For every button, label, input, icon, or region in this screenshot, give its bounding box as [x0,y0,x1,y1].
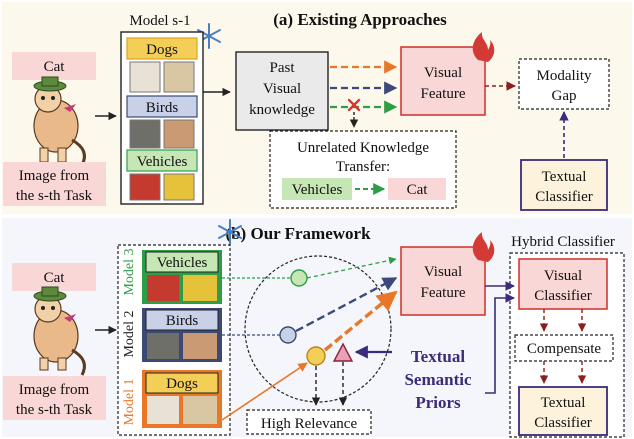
vehicle-photo-2-b [183,275,217,301]
vehicles-label-b: Vehicles [157,255,208,271]
visual-feature-box-a [400,46,486,116]
flame-icon-b [472,232,495,262]
past-knowledge-line2: Visual [263,81,301,97]
model-1-label: Model 1 [122,378,137,425]
past-knowledge-line3: knowledge [249,102,315,118]
birds-tag-b [145,309,219,331]
cat-label-box-b [12,263,96,291]
arrow-priors-to-hybrid [485,293,515,394]
vehicles-feature-point [290,269,308,287]
textual-classifier-box-a [520,159,608,211]
visual-classifier-line2: Classifier [534,288,592,304]
dogs-tag-a [126,37,198,60]
high-relevance-box [246,409,372,435]
visual-feature-a-line2: Feature [421,86,466,102]
vehicle-photo-1-b [147,275,179,301]
transfer-vehicles-tag [282,178,352,200]
vehicles-label-a: Vehicles [137,154,188,170]
visual-feature-b-line1: Visual [424,264,462,280]
past-knowledge-line1: Past [269,60,295,76]
cat-label-box-a [12,52,96,80]
arrow-dogs-to-point [221,362,308,421]
visual-classifier-box [518,258,608,310]
image-caption-b-line2: the s-th Task [16,402,93,418]
priors-line2: Semantic [404,370,472,389]
visual-classifier-line1: Visual [544,268,582,284]
dog-photo-1-a [129,61,161,93]
birds-feature-point [279,326,297,344]
visual-feature-a-line1: Visual [424,65,462,81]
bird-photo-2-a [163,119,195,149]
vehicle-photo-2-a [163,173,195,201]
transfer-line1: Unrelated Knowledge [297,140,429,156]
bird-photo-1-b [147,333,179,359]
compensate-label: Compensate [527,341,601,357]
textual-classifier-b-line2: Classifier [534,415,592,431]
transfer-vehicles-label: Vehicles [292,182,343,198]
arrow-dogs-to-feature-b [323,290,398,352]
model-s1-label: Model s-1 [129,13,190,29]
transfer-cat-label: Cat [407,182,429,198]
past-visual-knowledge-box [235,51,329,131]
bird-photo-2-b [183,333,217,359]
priors-line3: Priors [415,393,461,412]
image-caption-a-line2: the s-th Task [16,188,93,204]
cat-image-b [33,286,86,376]
image-caption-b-line1: Image from [19,382,90,398]
flame-icon-a [472,32,495,62]
hybrid-classifier-title: Hybrid Classifier [511,234,615,250]
model-2-label: Model 2 [122,310,137,357]
modality-gap-box [518,58,610,110]
image-caption-box-a [3,162,106,206]
modality-gap-line2: Gap [552,88,577,104]
birds-label-a: Birds [146,100,179,116]
textual-classifier-box-b [518,386,608,436]
panel-a-title: (a) Existing Approaches [273,10,447,29]
arrow-birds-to-feature-b [295,276,398,333]
cross-mark-icon [347,98,361,112]
textual-prior-triangle-icon [332,342,354,362]
vehicle-photo-1-a [129,173,161,201]
image-caption-box-b [3,376,106,420]
dogs-label-b: Dogs [166,376,198,392]
visual-feature-b-line2: Feature [421,285,466,301]
transfer-cat-tag [388,178,446,200]
arrow-vehicles-to-feature-b [306,256,397,279]
transfer-line2: Transfer: [336,159,390,175]
textual-classifier-a-line1: Textual [542,169,587,185]
cat-label-b: Cat [44,270,66,286]
snowflake-icon-b [218,219,242,245]
textual-classifier-a-line2: Classifier [535,189,593,205]
model-3-label: Model 3 [122,248,137,295]
dog-photo-2-a [163,61,195,93]
cat-label-a: Cat [44,59,66,75]
modality-gap-line1: Modality [537,68,592,84]
birds-label-b: Birds [166,313,199,329]
priors-line1: Textual [411,347,465,366]
vehicles-tag-b [145,251,219,273]
visual-feature-box-b [400,246,486,316]
dog-photo-2-b [183,396,217,424]
birds-tag-a [126,95,198,118]
compensate-box [514,334,614,362]
dogs-feature-point [306,346,326,366]
dogs-tag-b [145,372,219,394]
high-relevance-label: High Relevance [261,416,358,432]
textual-classifier-b-line1: Textual [541,395,586,411]
panel-b-title: (b) Our Framework [225,224,371,243]
embedding-space-circle [244,255,392,403]
dogs-label-a: Dogs [146,42,178,58]
image-caption-a-line1: Image from [19,168,90,184]
bird-photo-1-a [129,119,161,149]
dog-photo-1-b [147,396,179,424]
vehicles-tag-a [126,149,198,172]
